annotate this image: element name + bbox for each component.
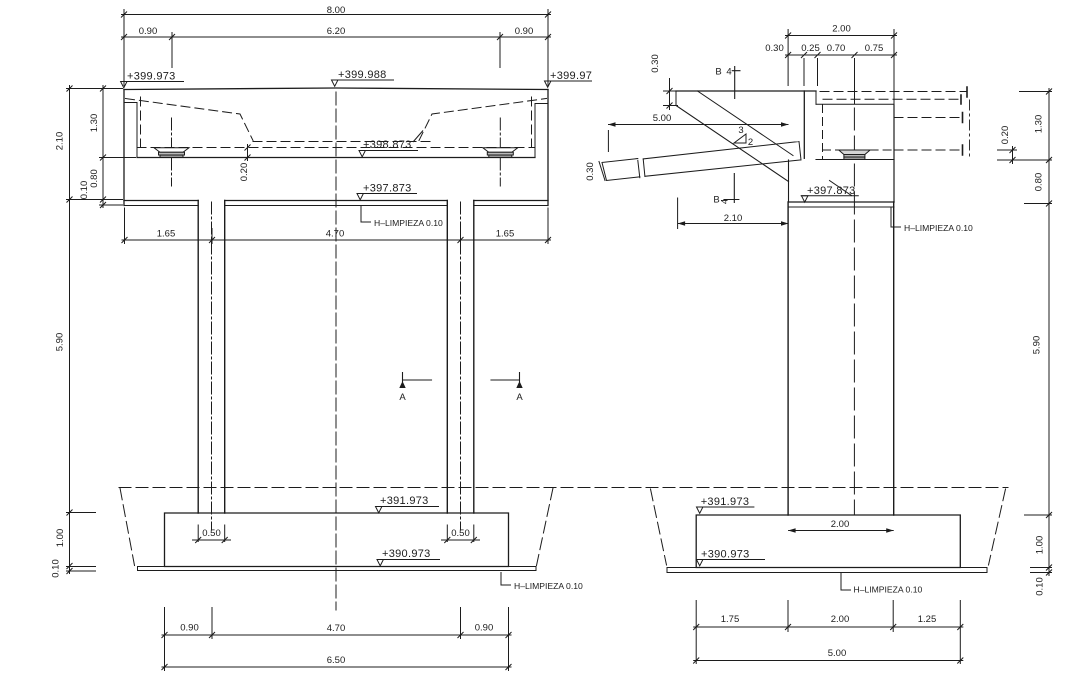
svg-text:0.75: 0.75 (865, 43, 884, 54)
svg-text:0.30: 0.30 (650, 54, 661, 73)
svg-text:1.00: 1.00 (55, 529, 66, 548)
svg-text:+398.873: +398.873 (363, 139, 412, 151)
svg-text:1.65: 1.65 (157, 229, 176, 240)
svg-text:1.00: 1.00 (1035, 536, 1046, 555)
svg-text:0.25: 0.25 (801, 43, 820, 54)
svg-text:B: B (713, 195, 719, 206)
svg-text:1.25: 1.25 (918, 614, 937, 625)
svg-text:3: 3 (738, 125, 743, 136)
svg-text:0.90: 0.90 (180, 623, 199, 634)
svg-text:0.30: 0.30 (585, 162, 596, 181)
svg-text:4: 4 (726, 67, 731, 78)
svg-text:H–LIMPIEZA 0.10: H–LIMPIEZA 0.10 (374, 218, 443, 228)
svg-text:0.10: 0.10 (79, 181, 90, 200)
svg-text:A: A (399, 392, 406, 403)
svg-text:1.30: 1.30 (89, 114, 100, 133)
svg-text:0.90: 0.90 (515, 26, 534, 37)
svg-text:6.50: 6.50 (327, 655, 346, 666)
svg-text:A: A (516, 392, 523, 403)
svg-text:H–LIMPIEZA 0.10: H–LIMPIEZA 0.10 (854, 585, 923, 595)
svg-text:6.20: 6.20 (327, 26, 346, 37)
svg-text:4.70: 4.70 (327, 623, 346, 634)
svg-text:+397.873: +397.873 (363, 183, 412, 195)
svg-text:2.00: 2.00 (831, 614, 850, 625)
svg-text:+391.973: +391.973 (701, 496, 750, 508)
svg-text:5.90: 5.90 (55, 333, 66, 352)
svg-text:5.00: 5.00 (653, 113, 672, 124)
svg-text:+397.873: +397.873 (807, 185, 856, 197)
svg-text:+399.988: +399.988 (338, 69, 387, 81)
svg-text:+399.97: +399.97 (550, 70, 592, 82)
svg-text:8.00: 8.00 (327, 5, 346, 16)
svg-text:2.10: 2.10 (55, 132, 66, 151)
svg-text:5.00: 5.00 (828, 648, 847, 659)
svg-text:4.70: 4.70 (326, 229, 345, 240)
svg-text:+390.973: +390.973 (701, 549, 750, 561)
svg-text:4: 4 (720, 199, 731, 204)
svg-text:+390.973: +390.973 (382, 548, 431, 560)
svg-text:B: B (715, 67, 721, 78)
svg-text:+399.973: +399.973 (127, 71, 176, 83)
svg-text:0.70: 0.70 (827, 43, 846, 54)
svg-text:0.90: 0.90 (475, 623, 494, 634)
svg-text:0.10: 0.10 (51, 559, 62, 578)
svg-text:2.00: 2.00 (831, 519, 850, 530)
svg-text:2.10: 2.10 (724, 213, 743, 224)
svg-text:5.90: 5.90 (1032, 336, 1043, 355)
svg-text:0.80: 0.80 (89, 169, 100, 188)
svg-text:1.30: 1.30 (1034, 115, 1045, 134)
svg-text:0.20: 0.20 (1000, 126, 1011, 145)
svg-text:0.20: 0.20 (239, 163, 250, 182)
svg-text:0.50: 0.50 (202, 528, 221, 539)
svg-text:H–LIMPIEZA 0.10: H–LIMPIEZA 0.10 (514, 581, 583, 591)
svg-text:2: 2 (748, 137, 753, 148)
svg-text:+391.973: +391.973 (380, 495, 429, 507)
svg-text:0.90: 0.90 (139, 26, 158, 37)
svg-text:0.80: 0.80 (1034, 173, 1045, 192)
svg-text:H–LIMPIEZA 0.10: H–LIMPIEZA 0.10 (904, 223, 973, 233)
svg-text:0.30: 0.30 (765, 43, 784, 54)
svg-text:2.00: 2.00 (832, 24, 851, 35)
svg-text:0.50: 0.50 (451, 528, 470, 539)
svg-text:1.65: 1.65 (496, 229, 515, 240)
svg-text:1.75: 1.75 (721, 614, 740, 625)
svg-text:0.10: 0.10 (1035, 577, 1046, 596)
